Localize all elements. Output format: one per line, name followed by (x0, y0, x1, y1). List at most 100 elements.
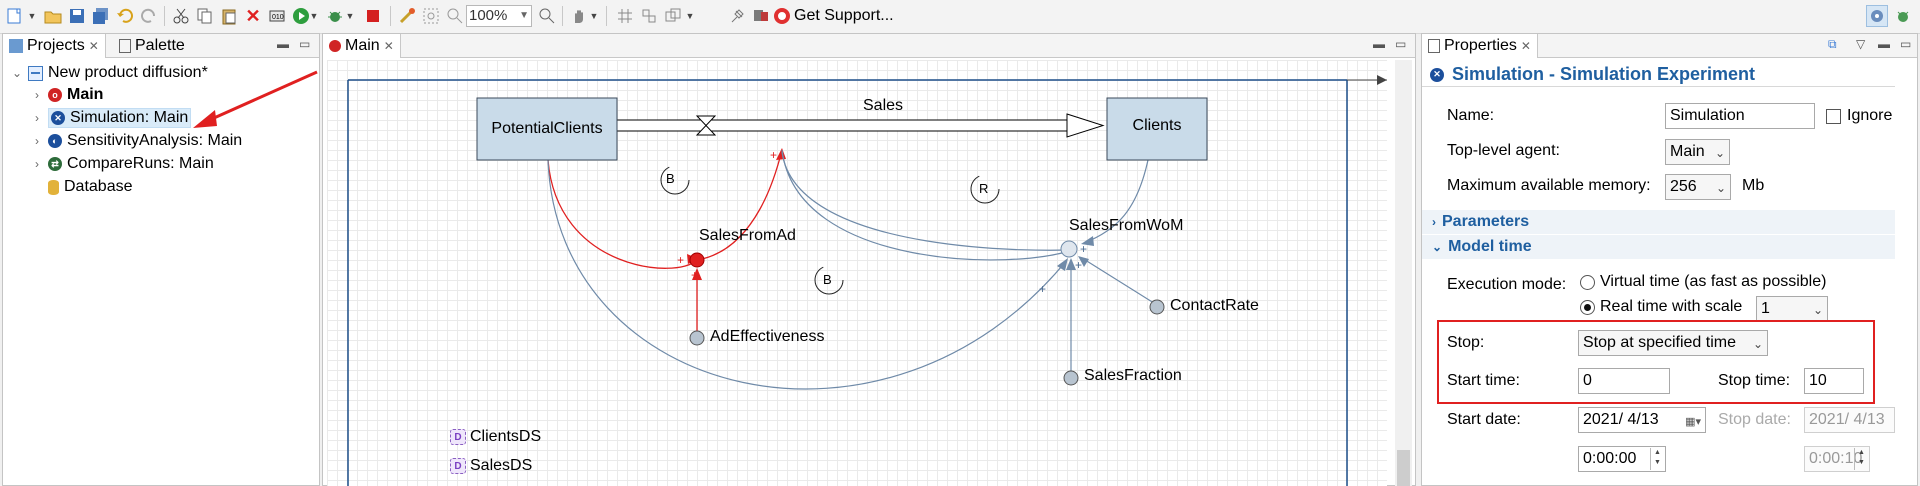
chevron-right-icon[interactable]: › (35, 157, 39, 171)
stop-time-field[interactable]: 10 (1804, 368, 1864, 394)
copy-icon[interactable] (194, 5, 216, 27)
name-field[interactable]: Simulation (1665, 103, 1815, 129)
tree-item-simulation[interactable]: › ✕ Simulation: Main (31, 107, 192, 129)
stock-label[interactable]: Clients (1132, 117, 1182, 134)
pan-icon[interactable] (396, 5, 418, 27)
maximize-icon[interactable]: ▭ (1900, 37, 1912, 51)
close-icon[interactable]: ✕ (88, 39, 99, 53)
close-icon[interactable]: ✕ (1520, 39, 1531, 53)
open-folder-icon[interactable] (42, 5, 64, 27)
save-icon[interactable] (66, 5, 88, 27)
stop-mode-select[interactable]: Stop at specified time⌄ (1578, 330, 1768, 356)
chevron-right-icon[interactable]: › (35, 111, 39, 125)
sensitivity-icon: ◐ (48, 134, 62, 148)
editor-vertical-scrollbar[interactable] (1395, 60, 1412, 486)
virtual-time-radio[interactable] (1580, 275, 1595, 290)
dataset-salesds[interactable]: D SalesDS (450, 457, 532, 475)
flow-label[interactable]: Sales (863, 97, 904, 114)
arrowhead (1081, 236, 1094, 246)
maximize-icon[interactable]: ▭ (299, 37, 311, 51)
run-dropdown-icon[interactable]: ▼ (309, 11, 319, 21)
spinner-icon[interactable]: ▲▼ (1650, 448, 1664, 470)
grid-icon[interactable] (614, 5, 636, 27)
top-level-agent-value: Main (1670, 143, 1705, 160)
paste-icon[interactable] (218, 5, 240, 27)
get-support-button[interactable]: Get Support... (774, 5, 894, 27)
arrange-icon[interactable] (662, 5, 684, 27)
zoom-out-icon[interactable] (444, 5, 466, 27)
chevron-down-icon[interactable]: ⌄ (11, 66, 23, 80)
cut-icon[interactable] (170, 5, 192, 27)
real-time-scale-select[interactable]: 1⌄ (1756, 296, 1828, 322)
start-time-field[interactable]: 0 (1578, 368, 1670, 394)
save-all-icon[interactable] (90, 5, 112, 27)
chevron-right-icon[interactable]: › (35, 134, 39, 148)
delete-icon[interactable]: ✕ (245, 5, 261, 26)
perspective-model-icon[interactable] (1866, 5, 1888, 27)
variable-label[interactable]: SalesFraction (1084, 367, 1182, 384)
tree-item-label: Database (64, 178, 133, 195)
debug-dropdown-icon[interactable]: ▼ (345, 11, 355, 21)
tab-properties[interactable]: Properties ✕ (1422, 34, 1538, 58)
pin-icon[interactable] (726, 5, 748, 27)
stock-label[interactable]: PotentialClients (491, 120, 603, 137)
debug-icon[interactable] (324, 5, 346, 27)
tree-item-database[interactable]: Database (31, 176, 133, 198)
view-menu-icon[interactable]: ▽ (1856, 37, 1866, 51)
tab-projects[interactable]: Projects ✕ (3, 34, 106, 58)
undo-icon[interactable] (114, 5, 136, 27)
ignore-checkbox[interactable] (1826, 109, 1841, 124)
real-time-radio[interactable] (1580, 300, 1595, 315)
hand-dropdown-icon[interactable]: ▼ (589, 11, 599, 21)
tree-root[interactable]: ⌄ New product diffusion* (11, 62, 208, 84)
properties-header: ✕ Simulation - Simulation Experiment (1430, 64, 1755, 85)
chevron-right-icon[interactable]: › (35, 88, 39, 102)
link-contactrate-to-salesfromwom (1081, 257, 1158, 306)
scrollbar-thumb[interactable] (1397, 450, 1410, 486)
model-time-section-header[interactable]: ⌄Model time (1422, 235, 1895, 259)
dataset-label: SalesDS (470, 457, 533, 474)
max-memory-select[interactable]: 256⌄ (1665, 174, 1731, 200)
minimize-icon[interactable]: ▬ (1373, 37, 1385, 51)
maximize-icon[interactable]: ▭ (1395, 37, 1407, 51)
flag-icon[interactable] (750, 5, 772, 27)
zoom-combo[interactable]: 100%▼ (466, 5, 532, 27)
build-icon[interactable]: 010 (266, 5, 288, 27)
tree-item-compare-runs[interactable]: › ⇄ CompareRuns: Main (31, 153, 214, 175)
tree-item-sensitivity[interactable]: › ◐ SensitivityAnalysis: Main (31, 130, 242, 152)
dataset-clientsds[interactable]: D ClientsDS (450, 428, 541, 446)
close-icon[interactable]: ✕ (383, 39, 394, 53)
hand-tool-icon[interactable] (568, 5, 590, 27)
new-window-icon[interactable]: ⧉ (1828, 37, 1837, 51)
variable-label[interactable]: ContactRate (1170, 297, 1259, 314)
tree-item-main[interactable]: › o Main (31, 84, 103, 106)
stock-flow-diagram[interactable] (327, 60, 1387, 486)
variable-label[interactable]: SalesFromAd (699, 227, 796, 244)
run-icon[interactable] (290, 5, 312, 27)
new-dropdown-icon[interactable]: ▼ (27, 11, 37, 21)
stop-icon[interactable] (362, 5, 384, 27)
zoom-fit-icon[interactable] (420, 5, 442, 27)
arrange-dropdown-icon[interactable]: ▼ (685, 11, 695, 21)
real-time-scale-value: 1 (1761, 300, 1770, 317)
annotation-arrow (193, 70, 318, 128)
start-date-field[interactable]: 2021/ 4/13▦▾ (1578, 407, 1706, 433)
new-file-icon[interactable] (4, 5, 26, 27)
arrowhead (1057, 258, 1068, 271)
redo-icon[interactable] (138, 5, 160, 27)
minimize-icon[interactable]: ▬ (1878, 37, 1890, 51)
variable-label[interactable]: SalesFromWoM (1069, 217, 1184, 234)
top-level-agent-select[interactable]: Main⌄ (1665, 139, 1730, 165)
start-clock-field[interactable]: 0:00:00▲▼ (1578, 446, 1666, 472)
parameters-section-header[interactable]: ›Parameters (1422, 210, 1895, 234)
zoom-in-icon[interactable] (536, 5, 558, 27)
minimize-icon[interactable]: ▬ (277, 37, 289, 51)
variable-label[interactable]: AdEffectiveness (710, 328, 825, 345)
graphical-editor-canvas[interactable]: PotentialClients Clients Sales SalesFrom… (327, 60, 1387, 486)
align-icon[interactable] (638, 5, 660, 27)
calendar-icon[interactable]: ▦▾ (1685, 416, 1701, 428)
perspective-debug-icon[interactable] (1892, 5, 1914, 27)
tab-main[interactable]: Main ✕ (323, 34, 401, 58)
tab-palette[interactable]: Palette (113, 34, 191, 58)
arrowhead (692, 268, 702, 280)
